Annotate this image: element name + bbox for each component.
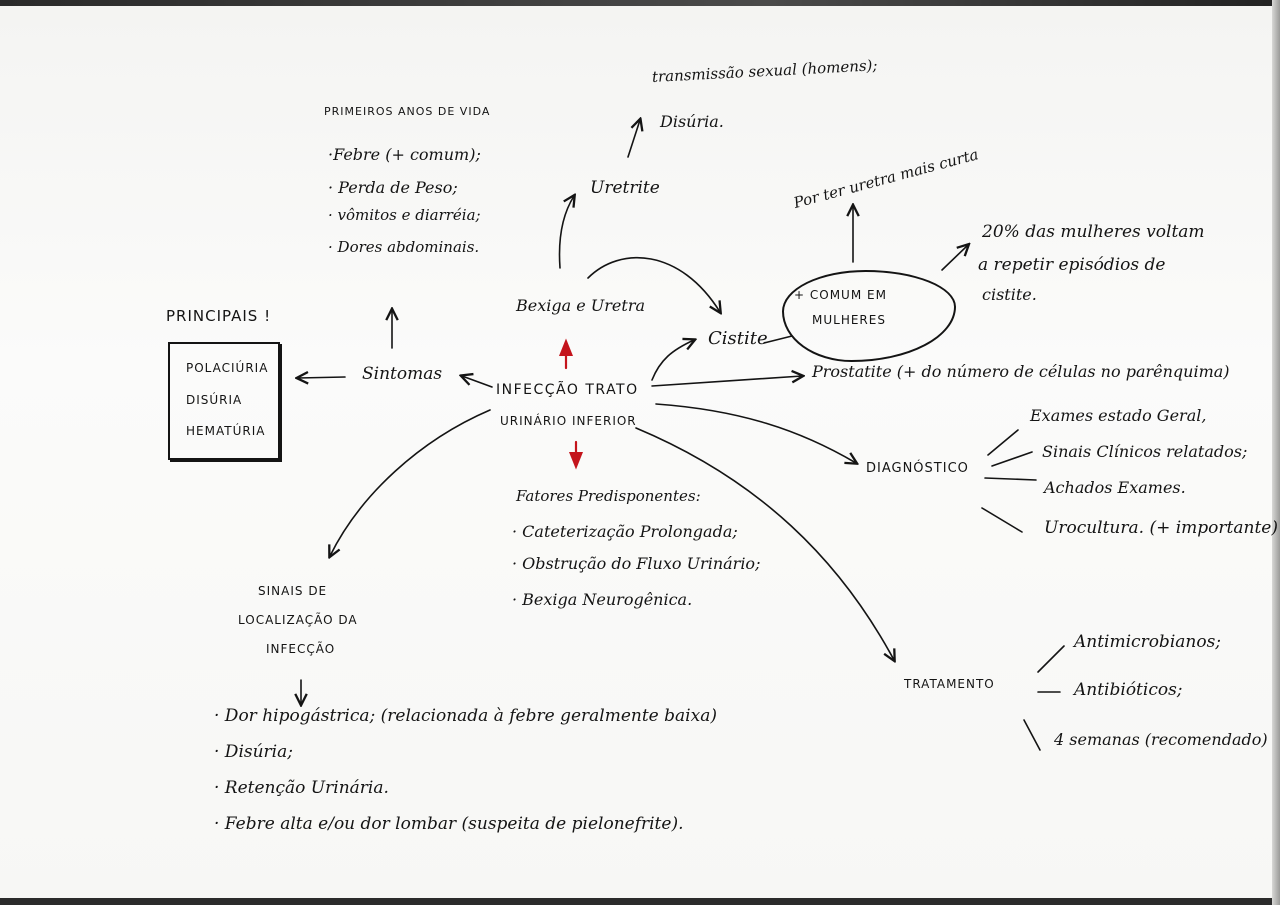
sinais-heading-0: SINAIS DE [258,584,328,598]
photo-edge-bottom [0,898,1280,905]
photo-edge-right [1272,0,1280,905]
principais-heading: PRINCIPAIS ! [166,307,272,325]
primeiros-item-2: · vômitos e diarréia; [328,206,481,224]
principais-item-2: HEMATÚRIA [186,424,266,438]
principais-item-1: DISÚRIA [186,393,243,407]
sinais-item-3: · Febre alta e/ou dor lombar (suspeita d… [214,814,684,834]
arrow-bexiga-cistite [587,256,720,312]
primeiros-anos-heading: PRIMEIROS ANOS DE VIDA [324,105,491,118]
line-cistite-ellipse [763,335,793,344]
diagnostico-item-2: Achados Exames. [1044,478,1186,497]
arrow-ellipse-recurrence [941,245,968,271]
cistite-recurrence-2: cistite. [982,285,1037,304]
arrow-center-tratamento [635,427,894,660]
tratamento-label: TRATAMENTO [904,677,995,691]
arrow-center-cistite [651,340,694,381]
sintomas-label: Sintomas [362,364,443,384]
fatores-item-2: · Bexiga Neurogênica. [512,590,693,609]
center-title-line2: URINÁRIO INFERIOR [500,414,637,428]
tratamento-item-0: Antimicrobianos; [1074,632,1222,652]
uretrite-note-1: Disúria. [660,112,724,131]
branch-diag-4 [981,507,1023,533]
diagnostico-item-3: Urocultura. (+ importante) [1044,518,1278,538]
primeiros-item-1: · Perda de Peso; [328,178,458,197]
branch-trat-3 [1023,719,1041,751]
arrow-sintomas-principais [298,377,346,378]
sinais-item-2: · Retenção Urinária. [214,778,389,798]
uretrite-label: Uretrite [590,178,660,198]
branch-diag-2 [991,451,1033,467]
cistite-recurrence-0: 20% das mulheres voltam [982,222,1205,242]
sinais-heading-1: LOCALIZAÇÃO DA [238,613,358,627]
tratamento-item-1: Antibióticos; [1074,680,1183,700]
cistite-ellipse-line1: + COMUM EM [794,288,887,302]
arrow-bexiga-uretrite [558,196,574,269]
branch-trat-1 [1037,645,1065,673]
arrow-center-sintomas [462,376,493,388]
cistite-recurrence-1: a repetir episódios de [978,255,1166,275]
bexiga-label: Bexiga e Uretra [516,296,646,315]
branch-diag-1 [987,429,1019,456]
sinais-item-1: · Disúria; [214,742,293,762]
principais-box [168,342,280,460]
fatores-heading: Fatores Predisponentes: [516,487,701,505]
photo-edge-top [0,0,1280,6]
arrow-uretrite-notes [627,120,640,158]
diagnostico-label: DIAGNÓSTICO [866,461,969,476]
arrow-center-sinais [330,409,491,556]
sinais-heading-2: INFECÇÃO [266,642,336,656]
center-title-line1: INFECÇÃO TRATO [496,382,639,398]
fatores-item-0: · Cateterização Prolongada; [512,522,738,541]
tratamento-item-2: 4 semanas (recomendado) [1054,730,1268,749]
primeiros-item-0: ·Febre (+ comum); [328,145,481,164]
principais-item-0: POLACIÚRIA [186,361,269,375]
sinais-item-0: · Dor hipogástrica; (relacionada à febre… [214,706,717,726]
prostatite-label: Prostatite (+ do número de células no pa… [812,362,1230,381]
fatores-item-1: · Obstrução do Fluxo Urinário; [512,554,761,573]
diagnostico-item-0: Exames estado Geral, [1030,406,1207,425]
arrow-center-diagnostico [655,403,856,463]
arrow-center-prostatite [651,376,802,387]
branch-diag-3 [984,477,1037,481]
cistite-ellipse-line2: MULHERES [812,313,886,327]
primeiros-item-3: · Dores abdominais. [328,238,480,256]
diagnostico-item-1: Sinais Clínicos relatados; [1042,442,1248,461]
cistite-label: Cistite [708,328,768,349]
